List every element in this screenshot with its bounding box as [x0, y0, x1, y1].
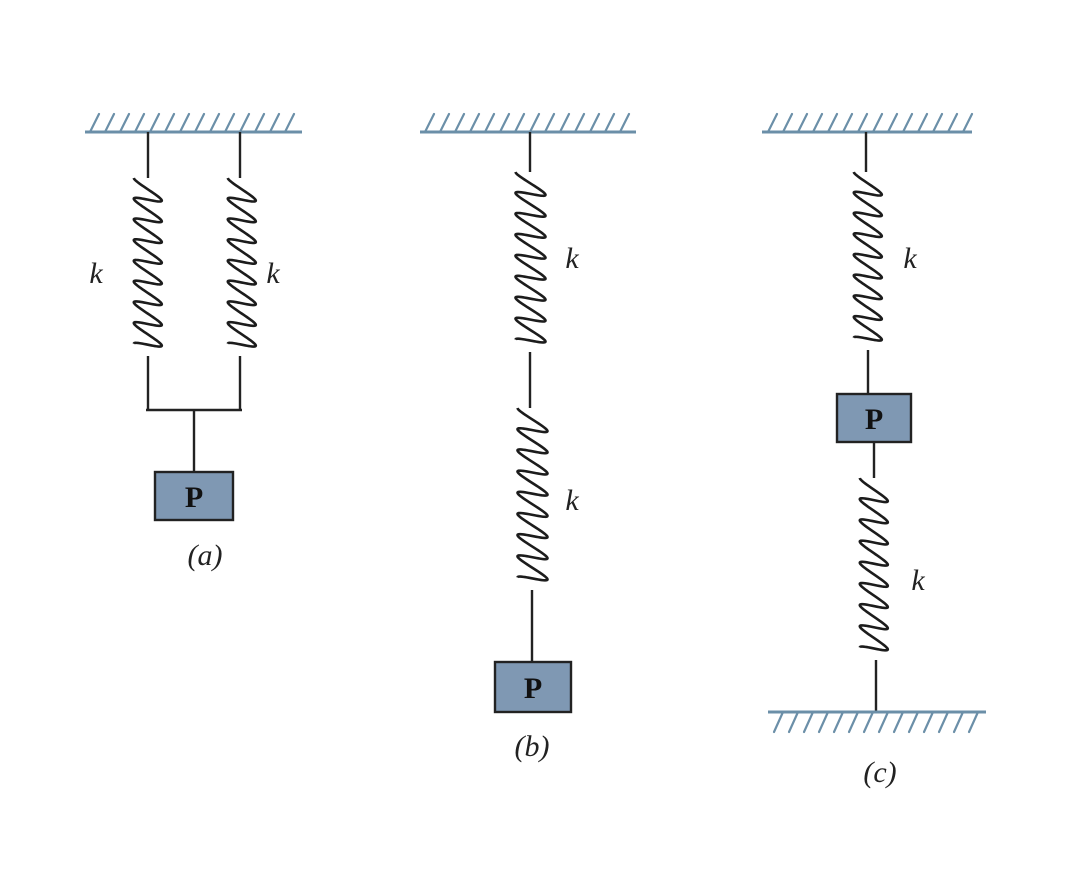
- hatch-mark: [946, 112, 959, 134]
- hatch-mark: [841, 112, 854, 134]
- hatch-mark: [811, 112, 824, 134]
- hatch-mark: [543, 112, 556, 134]
- spring-a-right: [226, 132, 258, 410]
- spring-b-bottom: [516, 407, 549, 662]
- hatch-mark: [588, 112, 601, 134]
- spring-c-bottom: [858, 442, 890, 712]
- hatch-mark: [871, 112, 884, 134]
- block-a: [153, 470, 235, 522]
- hatch-mark: [148, 112, 161, 134]
- caption-c: (c): [863, 756, 896, 789]
- hatch-mark: [907, 710, 920, 734]
- hatch-mark: [877, 710, 890, 734]
- hatch-mark: [787, 710, 800, 734]
- block-label-c: P: [865, 403, 883, 436]
- hatch-mark: [268, 112, 281, 134]
- hatch-mark: [961, 112, 974, 134]
- hatch-mark: [892, 710, 905, 734]
- hatch-mark: [796, 112, 809, 134]
- hatch-mark: [618, 112, 631, 134]
- hatch-mark: [103, 112, 116, 134]
- spring-label-b-top: k: [565, 242, 579, 275]
- hatch-mark: [826, 112, 839, 134]
- hatch-mark: [468, 112, 481, 134]
- hatch-mark: [178, 112, 191, 134]
- hatch-mark: [766, 112, 779, 134]
- block-c: [835, 392, 913, 444]
- caption-b: (b): [515, 730, 550, 763]
- hatch-mark: [118, 112, 131, 134]
- hatch-mark: [802, 710, 815, 734]
- hatch-mark: [967, 710, 980, 734]
- spring-label-c-top: k: [903, 242, 917, 275]
- hatch-mark: [832, 710, 845, 734]
- hatch-mark: [283, 112, 296, 134]
- hatch-mark: [223, 112, 236, 134]
- hatch-mark: [862, 710, 875, 734]
- hatch-mark: [88, 112, 101, 134]
- diagram-a: P k k (a): [85, 112, 302, 572]
- ceiling-support-a: [85, 112, 302, 134]
- spring-c-top: [852, 132, 884, 394]
- hatch-mark: [528, 112, 541, 134]
- hatch-mark: [163, 112, 176, 134]
- hatch-mark: [901, 112, 914, 134]
- caption-a: (a): [188, 539, 223, 572]
- hatch-mark: [438, 112, 451, 134]
- hatch-mark: [483, 112, 496, 134]
- block-label-b: P: [524, 672, 542, 705]
- ceiling-support-c: [762, 112, 974, 134]
- spring-label-a-right: k: [266, 257, 280, 290]
- hatch-mark: [208, 112, 221, 134]
- hatch-mark: [931, 112, 944, 134]
- spring-b-top: [514, 132, 547, 408]
- hatch-mark: [937, 710, 950, 734]
- hatch-mark: [772, 710, 785, 734]
- hatch-mark: [603, 112, 616, 134]
- hatch-mark: [573, 112, 586, 134]
- hatch-mark: [558, 112, 571, 134]
- hatch-mark: [133, 112, 146, 134]
- block-label-a: P: [185, 481, 203, 514]
- hatch-mark: [423, 112, 436, 134]
- spring-label-b-bottom: k: [565, 484, 579, 517]
- hatch-mark: [498, 112, 511, 134]
- hatch-mark: [952, 710, 965, 734]
- hatch-mark: [886, 112, 899, 134]
- hatch-mark: [847, 710, 860, 734]
- hatch-mark: [513, 112, 526, 134]
- hatch-mark: [856, 112, 869, 134]
- hatch-mark: [817, 710, 830, 734]
- spring-label-c-bottom: k: [911, 564, 925, 597]
- diagram-b: P k k (b): [420, 112, 636, 763]
- hatch-mark: [781, 112, 794, 134]
- hatch-mark: [193, 112, 206, 134]
- hatch-mark: [238, 112, 251, 134]
- hatch-mark: [253, 112, 266, 134]
- spring-label-a-left: k: [89, 257, 103, 290]
- block-b: [493, 660, 573, 714]
- hatch-mark: [922, 710, 935, 734]
- spring-a-left: [132, 132, 164, 410]
- hatch-mark: [453, 112, 466, 134]
- ceiling-support-b: [420, 112, 636, 134]
- diagram-c: P k k (c): [762, 112, 986, 789]
- floor-support-c: [768, 710, 986, 734]
- hatch-mark: [916, 112, 929, 134]
